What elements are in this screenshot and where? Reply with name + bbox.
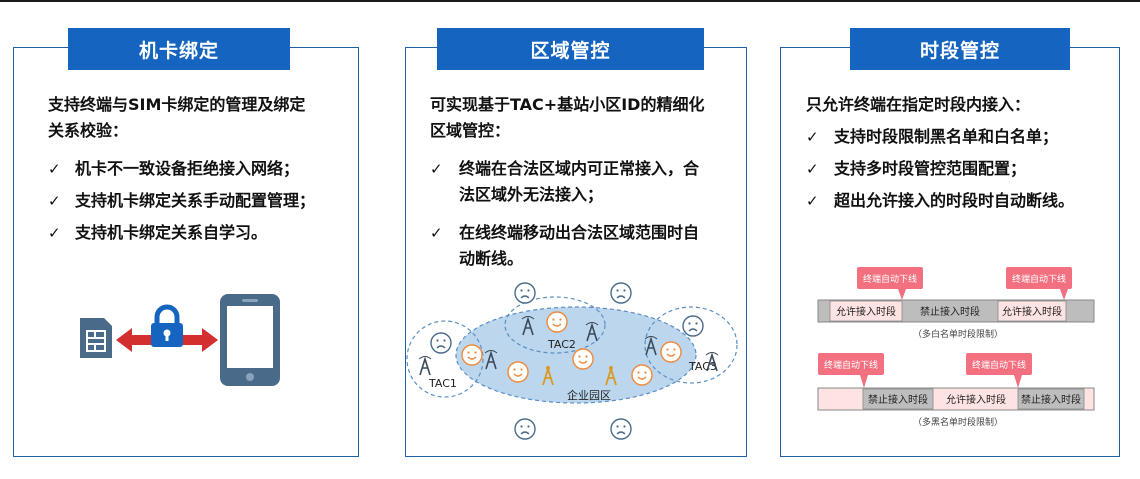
happy-face-icon	[507, 361, 529, 383]
auto-offline-callout: 终端自动下线	[966, 353, 1032, 388]
time-control-bullet-1: 支持时段限制黑名单和白名单；	[834, 127, 1059, 146]
time-control-description: 只允许终端在指定时段内接入：	[806, 95, 1031, 114]
sim-binding-illustration	[80, 294, 280, 386]
happy-face-icon	[660, 341, 682, 363]
area-control-bullet-1: 终端在合法区域内可正常接入，合 法区域外无法接入；	[459, 159, 700, 204]
happy-face-icon	[461, 344, 483, 366]
sad-face-icon	[610, 282, 632, 304]
svg-text:终端自动下线: 终端自动下线	[972, 359, 1026, 371]
auto-offline-callout: 终端自动下线	[1006, 267, 1072, 300]
panel-title-sim-binding: 机卡绑定	[68, 28, 290, 70]
happy-face-icon	[546, 311, 568, 333]
tac3-label: TAC3	[688, 360, 717, 373]
happy-face-icon	[572, 348, 594, 370]
check-icon: ✓	[806, 128, 819, 146]
blacklist-segment-3: 禁止接入时段	[1021, 393, 1081, 406]
lock-icon	[151, 304, 183, 347]
auto-offline-callout: 终端自动下线	[818, 353, 884, 388]
check-icon: ✓	[430, 160, 443, 178]
whitelist-segment-3: 允许接入时段	[1002, 305, 1062, 318]
sad-face-icon	[514, 282, 536, 304]
check-icon: ✓	[48, 224, 61, 242]
tac2-zone	[504, 296, 606, 354]
time-control-bullet-3: 超出允许接入的时段时自动断线。	[834, 191, 1075, 210]
sim-binding-bullet-1: 机卡不一致设备拒绝接入网络；	[75, 159, 300, 178]
sad-face-icon	[514, 418, 536, 440]
park-label: 企业园区	[567, 388, 611, 402]
blacklist-segment-1: 禁止接入时段	[868, 393, 928, 406]
sad-face-icon	[682, 315, 704, 337]
whitelist-timeline: 允许接入时段 禁止接入时段 允许接入时段 （多白名单时段限制）	[817, 299, 1095, 340]
check-icon: ✓	[806, 192, 819, 210]
area-control-description: 可实现基于TAC+基站小区ID的精细化 区域管控：	[430, 95, 705, 140]
tac3-zone	[644, 306, 738, 384]
sim-binding-description: 支持终端与SIM卡绑定的管理及绑定 关系校验：	[48, 95, 306, 140]
panel-title-area-control: 区域管控	[437, 28, 704, 70]
panel-sim-binding	[13, 47, 359, 457]
phone-icon	[220, 294, 280, 386]
sim-binding-bullet-2: 支持机卡绑定关系手动配置管理；	[75, 191, 316, 210]
area-control-diagram: TAC1 TAC2 TAC3 企业园区	[406, 282, 738, 440]
whitelist-segment-2: 禁止接入时段	[920, 305, 980, 318]
auto-offline-callout: 终端自动下线	[857, 267, 923, 300]
sim-card-icon	[80, 318, 112, 358]
check-icon: ✓	[806, 160, 819, 178]
top-border-line	[0, 0, 1140, 2]
check-icon: ✓	[48, 192, 61, 210]
svg-text:终端自动下线: 终端自动下线	[824, 359, 878, 371]
tac1-label: TAC1	[428, 377, 457, 390]
blacklist-timeline: 禁止接入时段 允许接入时段 禁止接入时段 （多黑名单时段限制）	[817, 387, 1095, 428]
tac1-zone	[406, 320, 484, 398]
check-icon: ✓	[430, 224, 443, 242]
sad-face-icon	[610, 418, 632, 440]
panel-title-time-control: 时段管控	[850, 28, 1070, 70]
svg-text:终端自动下线: 终端自动下线	[863, 273, 917, 285]
base-station-icon	[418, 355, 432, 376]
tac2-label: TAC2	[547, 338, 576, 351]
whitelist-caption: （多白名单时段限制）	[913, 328, 1003, 340]
happy-face-icon	[631, 364, 653, 386]
area-control-bullet-2: 在线终端移动出合法区域范围时自 动断线。	[459, 223, 700, 268]
whitelist-segment-1: 允许接入时段	[836, 305, 896, 318]
time-control-bullet-2: 支持多时段管控范围配置；	[834, 159, 1027, 178]
sim-binding-bullet-3: 支持机卡绑定关系自学习。	[75, 223, 268, 242]
check-icon: ✓	[48, 160, 61, 178]
blacklist-caption: （多黑名单时段限制）	[913, 416, 1003, 428]
time-control-timelines: 允许接入时段 禁止接入时段 允许接入时段 （多白名单时段限制） 终端自动下线 终…	[817, 267, 1095, 428]
blacklist-segment-2: 允许接入时段	[946, 393, 1006, 406]
sad-face-icon	[430, 332, 452, 354]
svg-text:终端自动下线: 终端自动下线	[1012, 273, 1066, 285]
